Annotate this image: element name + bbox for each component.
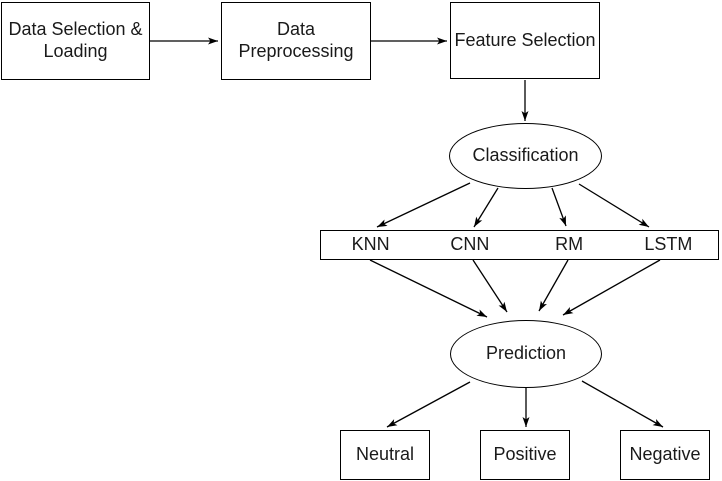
- node-data-selection-loading: Data Selection & Loading: [1, 2, 150, 80]
- model-rm-label: RM: [555, 234, 584, 255]
- node-feature-selection-label: Feature Selection: [454, 29, 596, 50]
- node-neutral-label: Neutral: [355, 444, 415, 465]
- model-knn-label: KNN: [351, 234, 390, 255]
- node-classification: Classification: [449, 123, 602, 189]
- edge-classification-lstm: [578, 183, 650, 228]
- node-negative-label: Negative: [629, 444, 701, 465]
- node-models-box: KNN CNN RM LSTM: [320, 230, 719, 260]
- model-lstm-label: LSTM: [644, 234, 693, 255]
- model-cell-rm: RM: [520, 231, 619, 259]
- model-cell-lstm: LSTM: [619, 231, 718, 259]
- node-data-preprocessing-label: Data Preprocessing: [238, 19, 354, 61]
- model-cell-cnn: CNN: [420, 231, 519, 259]
- model-cell-knn: KNN: [321, 231, 420, 259]
- edge-prediction-negative: [581, 380, 664, 428]
- node-prediction-label: Prediction: [485, 343, 567, 364]
- edge-cnn-prediction: [472, 259, 508, 313]
- node-neutral: Neutral: [340, 430, 430, 480]
- edge-knn-prediction: [369, 259, 488, 318]
- node-positive-label: Positive: [493, 444, 557, 465]
- edge-prediction-neutral: [386, 381, 471, 428]
- node-feature-selection: Feature Selection: [450, 2, 600, 79]
- edge-classification-knn: [376, 182, 471, 228]
- model-cnn-label: CNN: [450, 234, 490, 255]
- node-data-preprocessing: Data Preprocessing: [221, 2, 371, 80]
- edge-lstm-prediction: [562, 259, 661, 316]
- node-prediction: Prediction: [450, 320, 602, 388]
- node-data-selection-loading-label: Data Selection & Loading: [8, 19, 143, 61]
- node-classification-label: Classification: [472, 145, 579, 166]
- node-positive: Positive: [480, 430, 570, 480]
- edge-classification-cnn: [473, 187, 499, 228]
- node-negative: Negative: [620, 430, 710, 480]
- edge-classification-rm: [551, 187, 567, 227]
- edge-rm-prediction: [538, 259, 569, 312]
